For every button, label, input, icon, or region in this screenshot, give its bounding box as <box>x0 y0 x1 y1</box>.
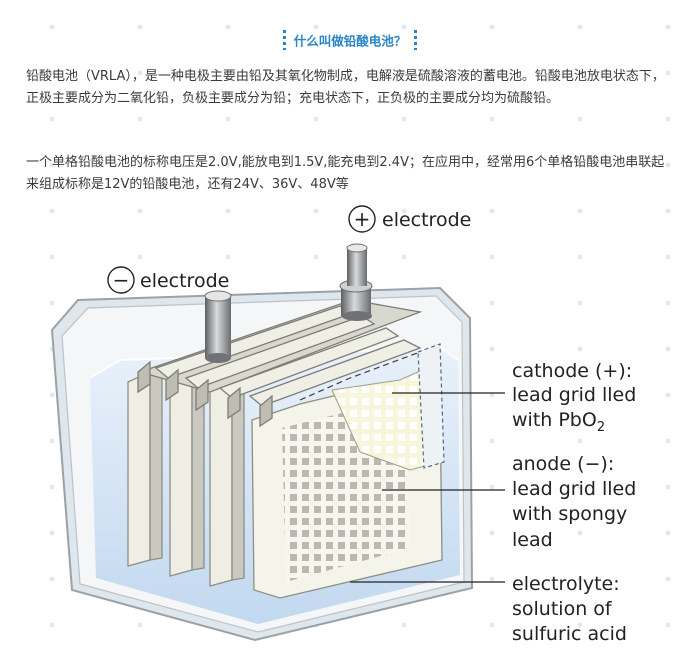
battery-top-straps <box>137 299 423 428</box>
positive-electrode-text: electrode <box>382 209 471 231</box>
voltage-paragraph: 一个单格铅酸电池的标称电压是2.0V,能放电到1.5V,能充电到2.4V；在应用… <box>26 155 665 192</box>
cathode-subscript: 2 <box>597 420 605 435</box>
electrolyte-line-1: electrolyte: <box>512 573 620 595</box>
negative-electrode-text: electrode <box>140 270 229 292</box>
cathode-line-3-main: with PbO <box>512 409 597 431</box>
battery-plates <box>127 370 245 587</box>
heading-left-bar <box>282 30 286 50</box>
anode-line-4: lead <box>512 529 553 551</box>
callout-lines <box>350 392 505 583</box>
anode-line-2: lead grid lled <box>512 478 636 500</box>
intro-paragraph: 铅酸电池（VRLA），是一种电极主要由铅及其氧化物制成，电解液是硫酸溶液的蓄电池… <box>26 69 665 106</box>
electrolyte-line-2: solution of <box>512 598 613 620</box>
positive-symbol: + <box>354 207 371 231</box>
heading-right-bar <box>414 30 418 50</box>
electrolyte-label: electrolyte: solution of sulfuric acid <box>512 573 627 645</box>
section-heading: 什么叫做铅酸电池？ <box>0 30 700 50</box>
positive-electrode-label: + electrode <box>348 205 471 233</box>
cathode-line-3: with PbO2 <box>512 409 605 435</box>
cathode-label: cathode (+): lead grid lled with PbO2 <box>512 360 636 435</box>
negative-symbol: − <box>113 268 130 292</box>
heading-text: 什么叫做铅酸电池？ <box>293 33 407 49</box>
cathode-line-1: cathode (+): <box>512 360 632 382</box>
anode-grid-plate <box>251 343 445 599</box>
negative-terminal-post <box>204 290 232 363</box>
negative-electrode-label: − electrode <box>107 266 229 294</box>
electrolyte-line-3: sulfuric acid <box>512 623 627 645</box>
cathode-line-2: lead grid lled <box>512 384 636 406</box>
anode-line-3: with spongy <box>512 503 627 525</box>
positive-terminal-post <box>339 243 373 321</box>
anode-line-1: anode (−): <box>512 453 614 475</box>
anode-label: anode (−): lead grid lled with spongy le… <box>512 453 636 551</box>
